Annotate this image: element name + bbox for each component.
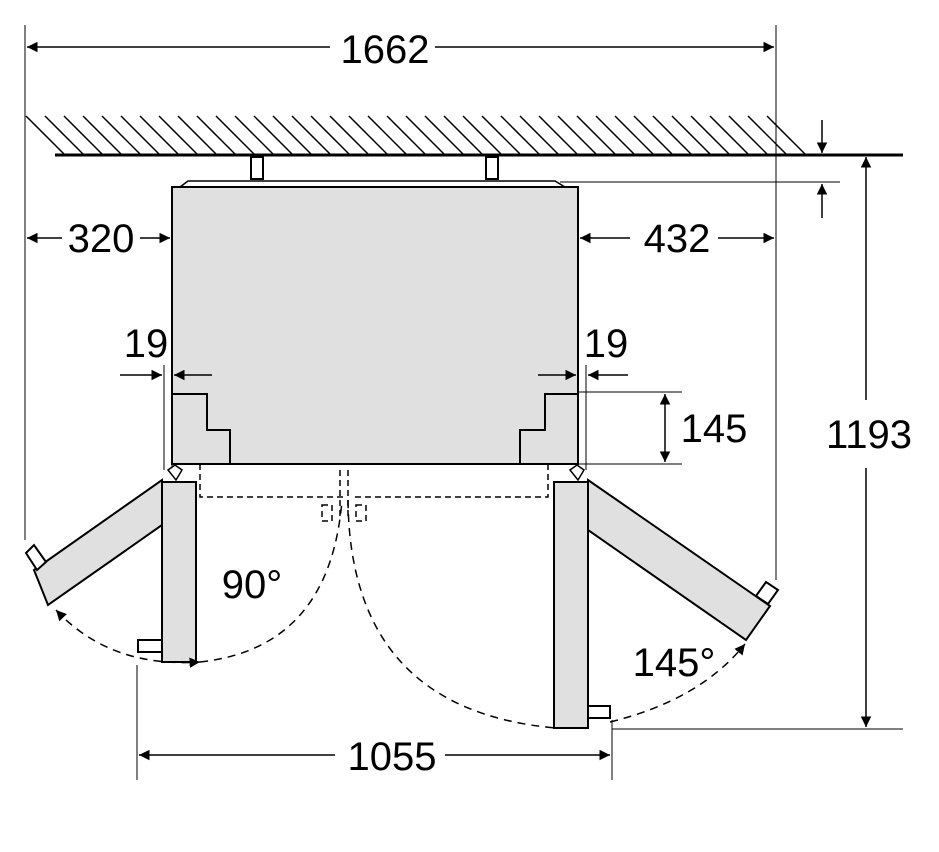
hatch-line (481, 115, 521, 155)
hatch-line (443, 115, 483, 155)
angle-left-door: 90° (222, 563, 283, 607)
hatch-line (462, 115, 502, 155)
hatch-line (386, 115, 426, 155)
spacer-right (485, 156, 499, 180)
hatch-line (82, 115, 122, 155)
hatch-line (728, 115, 768, 155)
arc-right-inner (347, 499, 557, 729)
dim-total-depth: 1193 (826, 413, 912, 457)
hatch-line (709, 115, 749, 155)
hatch-line (747, 115, 787, 155)
hatch-line (101, 115, 141, 155)
hatch-line (424, 115, 464, 155)
angle-right-door: 145° (633, 641, 716, 685)
hatch-line (291, 115, 331, 155)
hatch-line (519, 115, 559, 155)
hatch-line (633, 115, 673, 155)
hatch-line (329, 115, 369, 155)
fridge-body (171, 156, 579, 465)
dim-left-clearance: 320 (68, 217, 135, 261)
hatch-line (614, 115, 654, 155)
hatch-line (196, 115, 236, 155)
wall (25, 115, 903, 157)
hatch-line (63, 115, 103, 155)
dim-right-gap: 19 (584, 322, 629, 366)
dim-left-gap: 19 (124, 322, 169, 366)
hatch-line (652, 115, 692, 155)
arc-left-outer (55, 609, 201, 668)
hatch-line (310, 115, 350, 155)
left-door-panel (161, 481, 197, 663)
hatch-line (234, 115, 274, 155)
hatch-line (348, 115, 388, 155)
wall-hatching (25, 115, 806, 155)
dim-door-depth: 145 (681, 407, 748, 451)
dim-door-swing-width: 1055 (348, 735, 437, 779)
hatch-line (671, 115, 711, 155)
right-door-handle (587, 705, 611, 719)
dim-total-width: 1662 (341, 28, 430, 72)
hatch-line (177, 115, 217, 155)
dim-right-clearance: 432 (644, 217, 711, 261)
hatch-line (405, 115, 445, 155)
hatch-line (538, 115, 578, 155)
closed-door-outline (199, 463, 549, 522)
arc-left-inner (199, 499, 343, 663)
hatch-line (690, 115, 730, 155)
hatch-line (595, 115, 635, 155)
hatch-line (44, 115, 84, 155)
swing-arcs (55, 499, 746, 729)
hatch-line (766, 115, 806, 155)
dimension-arrows (27, 41, 872, 761)
hatch-line (120, 115, 160, 155)
hatch-line (557, 115, 597, 155)
right-door-panel (553, 481, 589, 729)
spacer-left (250, 156, 264, 180)
hatch-line (253, 115, 293, 155)
hatch-line (215, 115, 255, 155)
hatch-line (500, 115, 540, 155)
hatch-line (158, 115, 198, 155)
hatch-line (576, 115, 616, 155)
hatch-line (25, 115, 65, 155)
left-door-angled (24, 478, 163, 607)
arc-right-outer (609, 643, 746, 723)
hatch-line (139, 115, 179, 155)
right-door-angled (587, 478, 780, 642)
left-door-handle (137, 639, 163, 653)
hatch-line (367, 115, 407, 155)
right-door-145 (553, 464, 611, 729)
hatch-line (272, 115, 312, 155)
